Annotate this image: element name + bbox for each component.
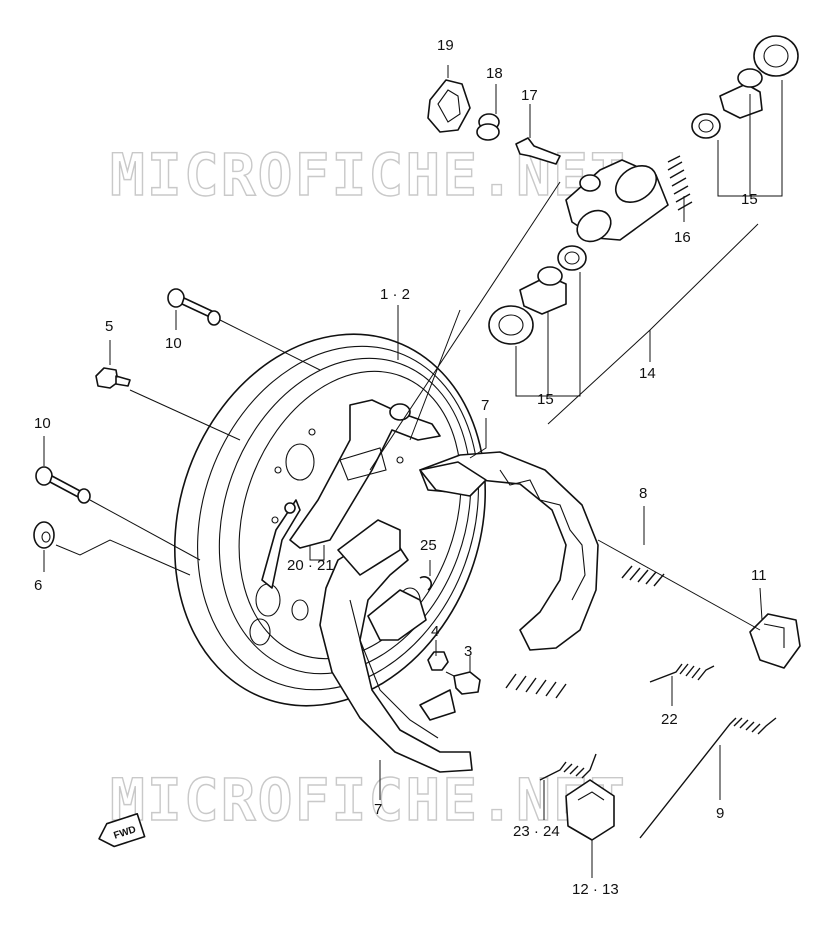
piston-right[interactable] <box>719 68 763 119</box>
label-6: 6 <box>34 577 42 594</box>
label-10-lower: 10 <box>34 415 51 432</box>
label-14: 14 <box>639 365 656 382</box>
leader-lines <box>43 65 783 878</box>
label-5: 5 <box>105 318 113 335</box>
label-8: 8 <box>639 485 647 502</box>
return-spring-upper[interactable] <box>621 565 665 587</box>
label-3: 3 <box>464 643 472 660</box>
bolt-5[interactable] <box>95 367 131 389</box>
retaining-clip[interactable] <box>419 575 432 591</box>
return-spring-lower[interactable] <box>505 673 567 699</box>
boot-right[interactable] <box>753 35 799 77</box>
piston-left[interactable] <box>519 266 567 315</box>
brake-shoe-right[interactable] <box>419 451 599 651</box>
brake-shoe-lower[interactable] <box>319 519 473 773</box>
adjuster-clip[interactable] <box>749 613 801 669</box>
label-18: 18 <box>486 65 503 82</box>
cylinder-spring[interactable] <box>667 155 693 211</box>
bleeder-screw[interactable] <box>515 137 561 165</box>
watermark-bottom: MICROFICHE.NET <box>110 766 627 834</box>
label-22: 22 <box>661 711 678 728</box>
dust-boot[interactable] <box>427 79 471 133</box>
label-4: 4 <box>431 623 439 640</box>
bolt[interactable] <box>445 671 481 695</box>
hold-down-spring[interactable] <box>539 753 597 781</box>
label-7-lower: 7 <box>374 801 382 818</box>
label-25: 25 <box>420 537 437 554</box>
label-15-lower: 15 <box>537 391 554 408</box>
wheel-cylinder[interactable] <box>565 158 669 248</box>
bleeder-cap[interactable] <box>476 113 500 141</box>
label-15-upper: 15 <box>741 191 758 208</box>
label-16: 16 <box>674 229 691 246</box>
label-1-2: 1 · 2 <box>380 286 410 303</box>
piston-cup-right[interactable] <box>691 113 721 139</box>
piston-cup-left[interactable] <box>557 245 587 271</box>
label-23-24: 23 · 24 <box>513 823 560 840</box>
label-12-13: 12 · 13 <box>572 881 619 898</box>
label-17: 17 <box>521 87 538 104</box>
label-11: 11 <box>751 567 767 584</box>
label-7-upper: 7 <box>481 397 489 414</box>
label-19: 19 <box>437 37 454 54</box>
strut-spring[interactable] <box>649 663 715 683</box>
parking-brake-lever[interactable] <box>261 399 441 589</box>
boot-left[interactable] <box>488 305 534 345</box>
hold-down-cup[interactable] <box>565 779 615 841</box>
fwd-arrow-badge: FWD <box>98 812 146 848</box>
label-20-21: 20 · 21 <box>287 557 334 574</box>
nut[interactable] <box>427 651 449 671</box>
washer-6[interactable] <box>33 521 55 549</box>
pin-lower[interactable] <box>35 466 91 504</box>
label-10-upper: 10 <box>165 335 182 352</box>
pin-upper[interactable] <box>167 288 221 326</box>
label-9: 9 <box>716 805 724 822</box>
long-spring[interactable] <box>639 717 777 839</box>
